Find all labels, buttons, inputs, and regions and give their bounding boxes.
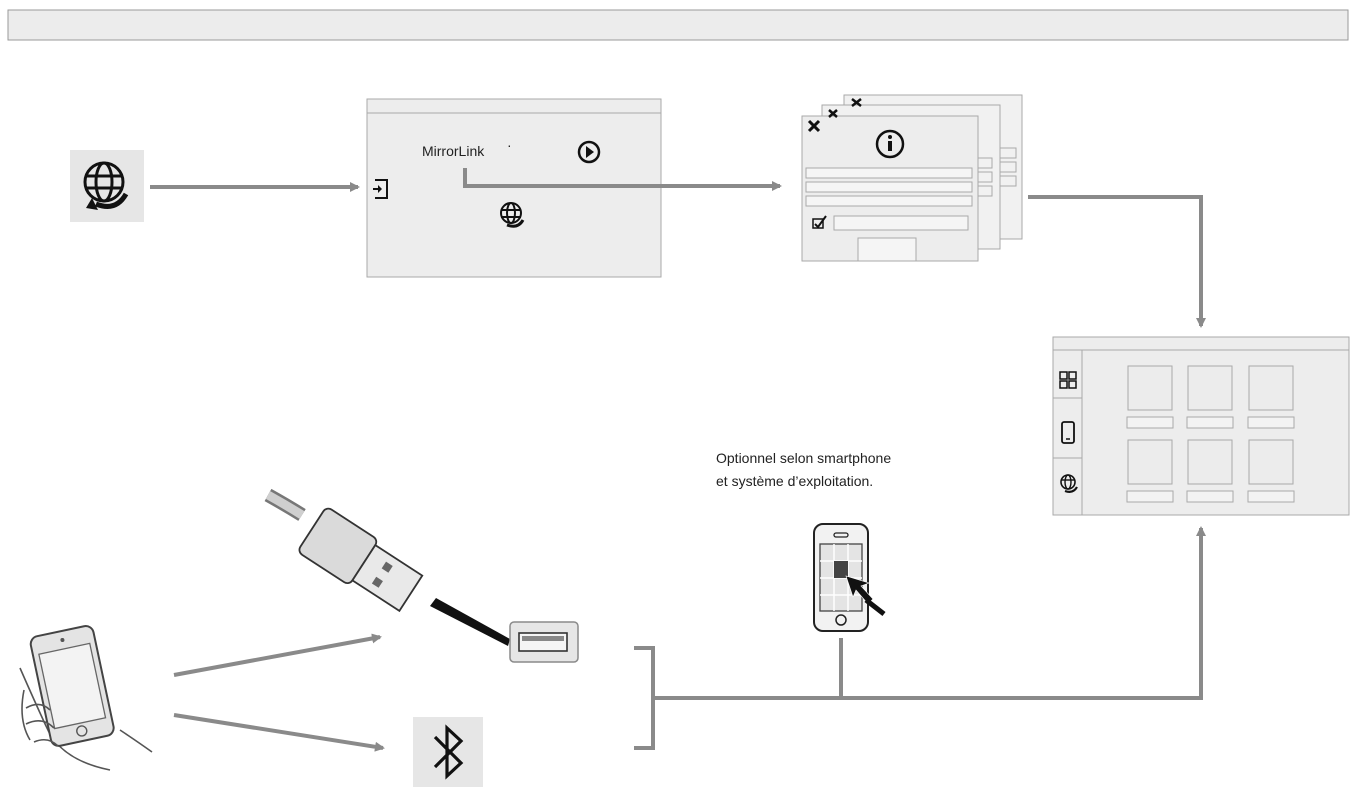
mirrorlink-logo: MirrorLink (422, 143, 485, 159)
close-icon[interactable] (807, 98, 862, 133)
arrow-to-app-grid (1028, 195, 1206, 328)
connection-bracket (634, 646, 655, 750)
globe-refresh-icon[interactable] (1060, 474, 1078, 493)
bluetooth-icon (413, 717, 483, 787)
usb-port-icon (509, 621, 579, 663)
caption-line-1: Optionnel selon smartphone (716, 450, 892, 466)
info-icon (875, 129, 905, 159)
exit-door-icon[interactable] (373, 179, 388, 199)
arrow-phone-to-app-grid (653, 526, 1206, 700)
arrow-to-dialogs (463, 168, 782, 191)
mirrorlink-trademark: · (507, 137, 512, 153)
smartphone-icon[interactable] (1061, 421, 1075, 444)
app-tiles (1126, 365, 1295, 503)
touch-phone-icon (813, 523, 886, 632)
play-icon[interactable] (577, 140, 601, 164)
checkbox-icon[interactable] (812, 215, 827, 229)
dialog-stack (801, 94, 1023, 262)
arrow-to-usb (173, 633, 382, 677)
globe-refresh-icon[interactable] (70, 150, 144, 222)
globe-refresh-icon[interactable] (500, 202, 525, 228)
optional-note: Optionnel selon smartphone et système d’… (716, 447, 891, 493)
hand-phone-icon (19, 625, 153, 771)
caption-line-2: et système d’exploitation. (716, 473, 874, 489)
usb-plug-icon (264, 488, 510, 646)
header-bar (7, 9, 1349, 41)
arrow-to-bluetooth (173, 713, 385, 752)
grid-icon[interactable] (1059, 371, 1077, 389)
